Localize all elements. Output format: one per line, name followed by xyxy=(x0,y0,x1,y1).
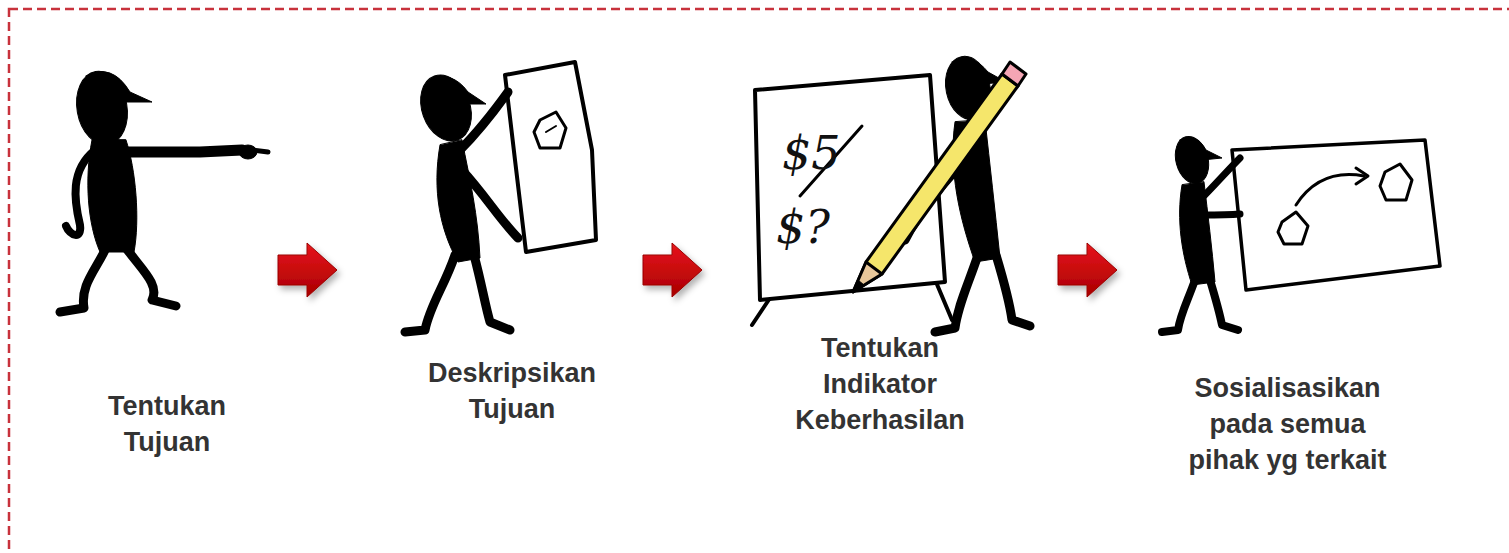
easel-figure xyxy=(752,52,1030,332)
block-arrow xyxy=(278,243,337,297)
figure-body xyxy=(437,140,480,262)
sketch-text: $5 xyxy=(782,126,841,180)
figure-leg xyxy=(60,248,106,312)
figure-arm xyxy=(1200,158,1240,200)
figure-arm xyxy=(66,150,95,235)
figure-cap xyxy=(86,72,152,102)
figure-cap xyxy=(430,77,486,104)
figure-arm xyxy=(462,170,518,238)
sheet-sketch xyxy=(1380,164,1412,200)
figure-cap xyxy=(1180,138,1222,160)
figure-leg xyxy=(1210,280,1238,330)
pencil-eraser xyxy=(1002,62,1026,86)
pencil xyxy=(853,74,1018,292)
sheet-sketch xyxy=(1278,212,1308,244)
sketch-arrow xyxy=(1296,175,1364,205)
step-caption: Deskripsikan Tujuan xyxy=(412,355,612,427)
step-caption: Sosialisasikan pada semua pihak yg terka… xyxy=(1180,370,1395,478)
easel-leg xyxy=(936,282,952,320)
describing-figure xyxy=(405,62,596,332)
figure-arm xyxy=(460,92,508,150)
figure-leg xyxy=(996,255,1030,326)
easel-sheet xyxy=(755,75,945,300)
step-box: Tentukan Tujuan xyxy=(55,55,275,465)
step-box: Sosialisasikan pada semua pihak yg terka… xyxy=(1120,120,1460,520)
figure-leg xyxy=(126,248,176,306)
step-caption: Tentukan Indikator Keberhasilan xyxy=(780,330,980,438)
presenting-figure xyxy=(1162,133,1440,332)
sketch-text: $? xyxy=(776,200,830,254)
easel-leg xyxy=(752,298,770,325)
block-arrow xyxy=(1058,243,1117,297)
step-caption: Tentukan Tujuan xyxy=(67,388,267,460)
pencil-tip xyxy=(853,262,882,292)
figure-leg xyxy=(1162,280,1195,332)
figure-body xyxy=(1180,182,1215,285)
dashed-frame xyxy=(9,9,1509,553)
sheet xyxy=(505,62,596,252)
sheet-sketch xyxy=(546,126,556,132)
block-arrow xyxy=(643,243,702,297)
sheet-sketch xyxy=(534,112,566,148)
pencil-lead xyxy=(853,280,864,292)
figure-finger xyxy=(252,150,268,152)
step-box: Deskripsikan Tujuan xyxy=(340,55,640,435)
pointing-figure xyxy=(60,67,268,312)
step-box: Tentukan Indikator Keberhasilan xyxy=(705,55,1055,445)
figure-arm xyxy=(124,150,242,152)
sketch-arrow xyxy=(1356,168,1368,184)
figure-arm xyxy=(1202,214,1240,215)
figure-leg xyxy=(405,255,455,332)
sheet xyxy=(1232,140,1440,290)
figure-leg xyxy=(474,255,510,330)
